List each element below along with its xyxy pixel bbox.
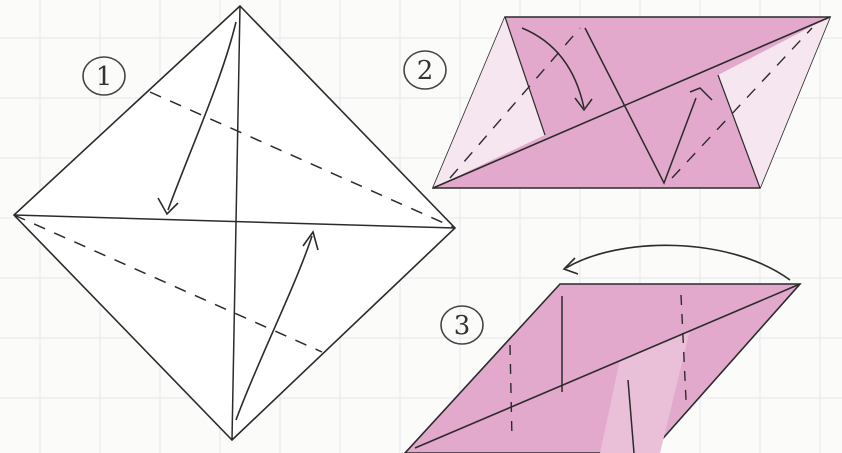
step-1-number: 1 [96,62,113,92]
step-2-number: 2 [417,56,434,86]
step-3-fold-arrow-over [566,245,790,280]
step-1-paper-square [14,6,455,440]
step-3-diagram: 3 [405,245,800,453]
step-3-number: 3 [454,311,471,341]
step-2-diagram: 2 [404,17,830,188]
step-1-diagram: 1 [14,6,455,440]
